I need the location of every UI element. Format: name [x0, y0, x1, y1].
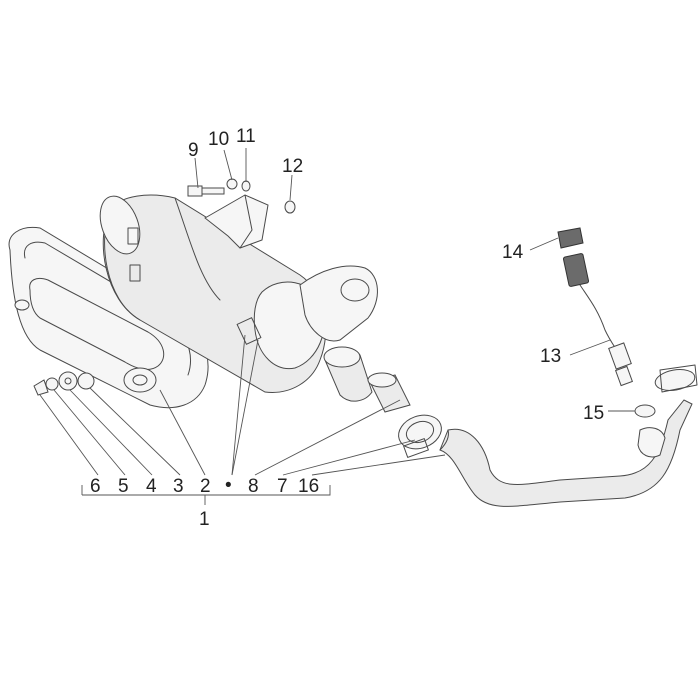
callout-2: 2 — [200, 476, 211, 497]
exhaust-pipe-16 — [439, 364, 698, 507]
connector-14 — [557, 227, 584, 249]
callout-bullet: • — [225, 475, 232, 496]
spacer-3 — [77, 372, 95, 390]
washer-11 — [241, 180, 251, 192]
clamp-7 — [398, 414, 442, 458]
bolt-9 — [187, 185, 225, 197]
callout-13: 13 — [540, 346, 561, 367]
callout-16: 16 — [298, 476, 319, 497]
leader-lines — [39, 148, 635, 505]
callout-7: 7 — [277, 476, 288, 497]
washer-5 — [45, 377, 59, 391]
callout-15: 15 — [583, 403, 604, 424]
screw-6 — [33, 379, 49, 396]
callout-8: 8 — [248, 476, 259, 497]
callout-14: 14 — [502, 242, 524, 263]
washer-4 — [58, 371, 78, 391]
callout-5: 5 — [118, 476, 129, 497]
washer-10 — [226, 178, 238, 190]
callout-11: 11 — [236, 126, 256, 147]
callout-10: 10 — [208, 129, 229, 150]
callout-6: 6 — [90, 476, 101, 497]
callout-3: 3 — [173, 476, 184, 497]
heat-shield — [8, 226, 209, 409]
gasket-15 — [634, 404, 656, 418]
silencer — [99, 194, 327, 393]
washer-12 — [284, 200, 296, 214]
callout-4: 4 — [146, 476, 157, 497]
callout-labels: 9 10 11 12 14 13 15 6 5 4 3 2 • 8 7 16 1 — [90, 126, 604, 530]
callout-12: 12 — [282, 156, 303, 177]
callout-9: 9 — [188, 140, 199, 161]
outlet-pipe — [323, 346, 373, 402]
lambda-sensor-13 — [562, 253, 634, 387]
gasket-8 — [367, 372, 411, 413]
mounting-bracket — [204, 194, 378, 342]
callout-1: 1 — [199, 509, 210, 530]
